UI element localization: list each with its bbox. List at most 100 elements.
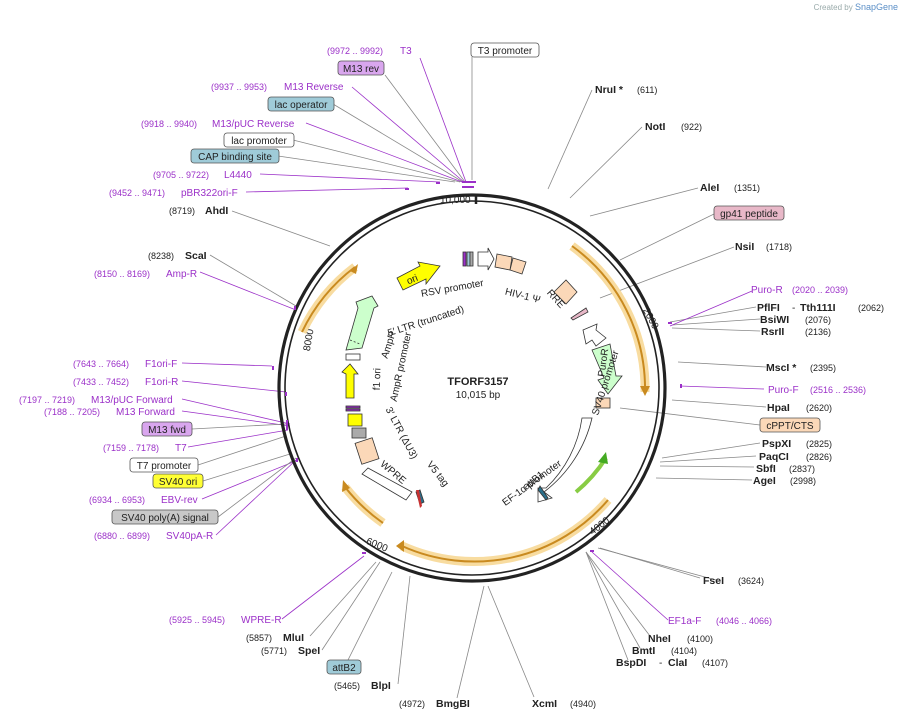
tick-label-8000: 8000 bbox=[302, 328, 317, 352]
primer-t7-name: T7 bbox=[175, 443, 187, 454]
primer-ef1a-f-name: EF1a-F bbox=[668, 616, 701, 627]
label-m13-fwd: M13 fwd bbox=[148, 425, 186, 436]
label-v5-tag: V5 tag bbox=[424, 459, 450, 489]
plasmid-length: 10,015 bp bbox=[456, 390, 501, 401]
enzyme-bmti-pos: (4104) bbox=[671, 646, 697, 656]
label-t3-promoter: T3 promoter bbox=[478, 46, 533, 57]
enzyme-hpai-pos: (2620) bbox=[806, 403, 832, 413]
enzyme-clai-pos: (4107) bbox=[702, 658, 728, 668]
label-ori: ori bbox=[405, 273, 419, 287]
enzyme-noti-pos: (922) bbox=[681, 122, 702, 132]
enzyme-sbfi-pos: (2837) bbox=[789, 464, 815, 474]
enzyme-paqci: PaqCI bbox=[759, 451, 789, 463]
label-attb2: attB2 bbox=[332, 663, 356, 674]
enzyme-ahdi: AhdI bbox=[205, 205, 228, 217]
plasmid-name: TFORF3157 bbox=[447, 376, 508, 388]
enzyme-xcmi: XcmI bbox=[532, 698, 557, 710]
primer-t3-pos: (9972 .. 9992) bbox=[327, 46, 383, 56]
enzyme-clai: ClaI bbox=[668, 657, 687, 669]
primer-sv40pa-r-name: SV40pA-R bbox=[166, 531, 213, 542]
primer-amp-r-name: Amp-R bbox=[166, 269, 197, 280]
feature-blocks bbox=[341, 247, 623, 508]
enzyme-msci-pos: (2395) bbox=[810, 363, 836, 373]
tick-label-10000: 10,000 bbox=[440, 195, 471, 206]
boxed-labels: T3 promoter M13 rev lac operator lac pro… bbox=[111, 42, 821, 675]
primer-t3-name: T3 bbox=[400, 46, 412, 57]
primer-l4440-pos: (9705 .. 9722) bbox=[153, 170, 209, 180]
primer-ebv-rev-name: EBV-rev bbox=[161, 495, 198, 506]
leader-lines bbox=[181, 57, 767, 699]
primer-m13-puc-forward-name: M13/pUC Forward bbox=[91, 395, 173, 406]
label-gp41-peptide: gp41 peptide bbox=[720, 209, 778, 220]
label-cppt-cts: cPPT/CTS bbox=[766, 421, 814, 432]
enzyme-pspxi-pos: (2825) bbox=[806, 439, 832, 449]
label-ampr: AmpR bbox=[380, 330, 399, 360]
label-puror: PuroR bbox=[596, 348, 611, 378]
enzyme-mlui: MluI bbox=[283, 632, 304, 644]
primer-m13-puc-reverse-name: M13/pUC Reverse bbox=[212, 119, 295, 130]
enzyme-ahdi-pos: (8719) bbox=[169, 206, 195, 216]
primer-f1ori-r-name: F1ori-R bbox=[145, 377, 178, 388]
primer-labels: (9972 .. 9992) T3 (9937 .. 9953) M13 Rev… bbox=[19, 46, 866, 627]
enzyme-agei-pos: (2998) bbox=[790, 476, 816, 486]
primer-puro-f-pos: (2516 .. 2536) bbox=[810, 385, 866, 395]
enzyme-hpai: HpaI bbox=[767, 402, 790, 414]
enzyme-spei-pos: (5771) bbox=[261, 646, 287, 656]
backbone-inner bbox=[284, 200, 660, 576]
enzyme-nsii: NsiI bbox=[735, 241, 754, 253]
snapgene-logo: SnapGene bbox=[854, 2, 898, 12]
primer-l4440-name: L4440 bbox=[224, 170, 252, 181]
enzyme-scai-pos: (8238) bbox=[148, 251, 174, 261]
primer-puro-f-name: Puro-F bbox=[768, 385, 799, 396]
primer-f1ori-f-pos: (7643 .. 7664) bbox=[73, 359, 129, 369]
primer-wpre-r-name: WPRE-R bbox=[241, 615, 282, 626]
enzyme-mlui-pos: (5857) bbox=[246, 633, 272, 643]
enzyme-nhei: NheI bbox=[648, 633, 671, 645]
enzyme-rsrii-pos: (2136) bbox=[805, 327, 831, 337]
label-lac-promoter: lac promoter bbox=[231, 136, 287, 147]
enzyme-pspxi: PspXI bbox=[762, 438, 791, 450]
primer-m13-reverse-pos: (9937 .. 9953) bbox=[211, 82, 267, 92]
enzyme-pflfi: PflFI bbox=[757, 302, 780, 314]
primer-amp-r-pos: (8150 .. 8169) bbox=[94, 269, 150, 279]
primer-pbr322ori-f-pos: (9452 .. 9471) bbox=[109, 188, 165, 198]
enzyme-tth111i: Tth111I bbox=[800, 302, 836, 314]
enzyme-nsii-pos: (1718) bbox=[766, 242, 792, 252]
label-3ltr: 3′ LTR (ΔU3) bbox=[383, 405, 420, 461]
enzyme-labels: NruI * (611) NotI (922) AleI (1351) NsiI… bbox=[148, 84, 884, 710]
enzyme-alei-pos: (1351) bbox=[734, 183, 760, 193]
primer-puro-r-pos: (2020 .. 2039) bbox=[792, 285, 848, 295]
tick-label-2000: 2000 bbox=[640, 306, 660, 331]
enzyme-bsiwi: BsiWI bbox=[760, 314, 789, 326]
enzyme-paqci-pos: (2826) bbox=[806, 452, 832, 462]
enzyme-agei: AgeI bbox=[753, 475, 776, 487]
enzyme-alei: AleI bbox=[700, 182, 719, 194]
enzyme-bmgbi-pos: (4972) bbox=[399, 699, 425, 709]
enzyme-bsiwi-pos: (2076) bbox=[805, 315, 831, 325]
enzyme-msci: MscI * bbox=[766, 362, 797, 374]
primer-m13-puc-reverse-pos: (9918 .. 9940) bbox=[141, 119, 197, 129]
primer-wpre-r-pos: (5925 .. 5945) bbox=[169, 615, 225, 625]
label-cap-binding-site: CAP binding site bbox=[198, 152, 272, 163]
primer-m13-forward-pos: (7188 .. 7205) bbox=[44, 407, 100, 417]
enzyme-noti: NotI bbox=[645, 121, 665, 133]
label-m13-rev: M13 rev bbox=[343, 64, 379, 75]
label-sv40-ori: SV40 ori bbox=[159, 477, 197, 488]
primer-ebv-rev-pos: (6934 .. 6953) bbox=[89, 495, 145, 505]
enzyme-bmti: BmtI bbox=[632, 645, 655, 657]
enzyme-blpi: BlpI bbox=[371, 680, 391, 692]
label-sv40-polya: SV40 poly(A) signal bbox=[121, 513, 209, 524]
enzyme-xcmi-pos: (4940) bbox=[570, 699, 596, 709]
primer-puro-r-name: Puro-R bbox=[751, 285, 783, 296]
label-f1-ori: f1 ori bbox=[372, 368, 384, 391]
enzyme-scai: ScaI bbox=[185, 250, 207, 262]
primer-t7-pos: (7159 .. 7178) bbox=[103, 443, 159, 453]
label-t7-promoter: T7 promoter bbox=[137, 461, 192, 472]
enzyme-bmgbi: BmgBI bbox=[436, 698, 470, 710]
enzyme-tth111i-pos: (2062) bbox=[858, 303, 884, 313]
primer-m13-reverse-name: M13 Reverse bbox=[284, 82, 344, 93]
enzyme-blpi-pos: (5465) bbox=[334, 681, 360, 691]
enzyme-nhei-pos: (4100) bbox=[687, 634, 713, 644]
enzyme-dash-2: - bbox=[659, 658, 662, 669]
